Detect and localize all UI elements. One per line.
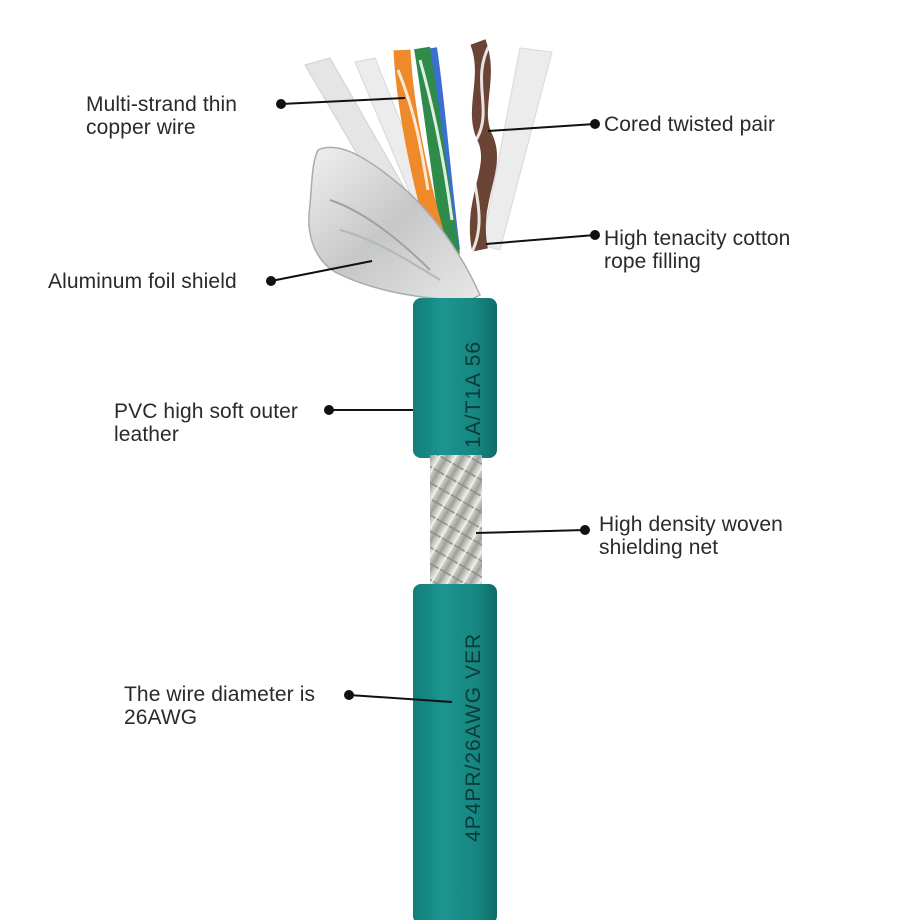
callout-wire-diameter: The wire diameter is 26AWG <box>124 683 316 729</box>
callout-twisted-pair: Cored twisted pair <box>604 113 776 136</box>
callout-multi-strand-copper: Multi-strand thin copper wire <box>86 93 238 139</box>
woven-shield-segment <box>430 455 482 587</box>
callout-cotton-filling: High tenacity cotton rope filling <box>604 227 791 273</box>
jacket-marking-lower: 4P4PR/26AWG VER <box>462 632 485 842</box>
upper-jacket-segment <box>413 298 497 458</box>
callout-pvc-jacket: PVC high soft outer leather <box>114 400 298 446</box>
callout-foil-shield: Aluminum foil shield <box>48 270 237 293</box>
lower-jacket-segment <box>413 584 497 920</box>
leader-lines <box>266 97 600 703</box>
callout-woven-shield: High density woven shielding net <box>599 513 783 559</box>
jacket-marking-upper: 1A/T1A 56 <box>462 340 485 448</box>
